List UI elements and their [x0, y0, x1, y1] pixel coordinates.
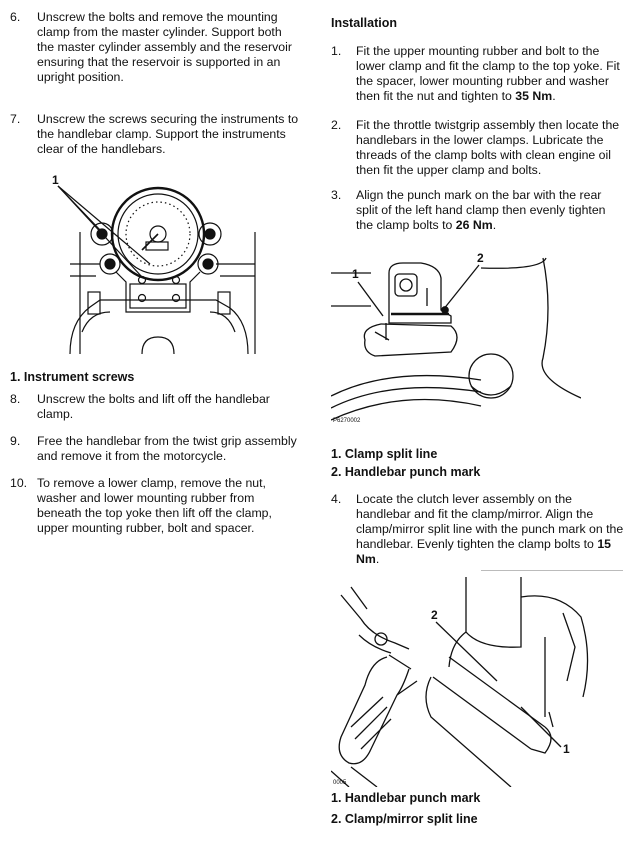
step-number: 10.	[10, 476, 28, 490]
step-text: Align the punch mark on the bar with the…	[356, 188, 606, 232]
step-number: 4.	[331, 492, 342, 506]
figure-caption-2: 2. Clamp/mirror split line	[331, 812, 478, 826]
figure-code: P6270002	[333, 418, 361, 424]
step-number: 8.	[10, 392, 21, 406]
figure-caption-2: 2. Handlebar punch mark	[331, 465, 481, 479]
step-text: Unscrew the screws securing the instrume…	[37, 112, 299, 156]
clamp-figure: 1 2 P6270002	[331, 251, 581, 424]
torque-value: 26 Nm	[455, 218, 493, 232]
figure-caption-1: 1. Clamp split line	[331, 447, 438, 461]
figure-callout-2: 2	[431, 608, 438, 622]
section-heading: Installation	[331, 16, 397, 30]
figure-code: 0005	[333, 780, 347, 786]
step-text: Fit the throttle twistgrip assembly then…	[356, 118, 620, 177]
figure-caption-1: 1. Handlebar punch mark	[331, 791, 481, 805]
step-text: Free the handlebar from the twist grip a…	[37, 434, 297, 463]
torque-value: 15 Nm	[356, 537, 611, 566]
step-number: 7.	[10, 112, 21, 126]
clutch-figure: 2 1 0005	[331, 577, 589, 787]
step-text: Locate the clutch lever assembly on the …	[356, 492, 624, 566]
step-text: Fit the upper mounting rubber and bolt t…	[356, 44, 620, 103]
figure-caption: 1. Instrument screws	[10, 370, 135, 384]
figure-callout-1: 1	[352, 267, 359, 281]
figure-callout-1: 1	[563, 742, 570, 756]
step-number: 2.	[331, 118, 342, 132]
step-number: 1.	[331, 44, 342, 58]
divider	[481, 570, 623, 571]
torque-value: 35 Nm	[515, 89, 553, 103]
figure-callout-1: 1	[52, 173, 59, 187]
step-text: Unscrew the bolts and remove the mountin…	[37, 10, 292, 84]
step-number: 3.	[331, 188, 342, 202]
step-text: Unscrew the bolts and lift off the handl…	[37, 392, 270, 421]
step-text: To remove a lower clamp, remove the nut,…	[37, 476, 272, 535]
instrument-figure: 1	[52, 173, 256, 355]
step-number: 9.	[10, 434, 21, 448]
step-number: 6.	[10, 10, 21, 24]
figure-callout-2: 2	[477, 251, 484, 265]
